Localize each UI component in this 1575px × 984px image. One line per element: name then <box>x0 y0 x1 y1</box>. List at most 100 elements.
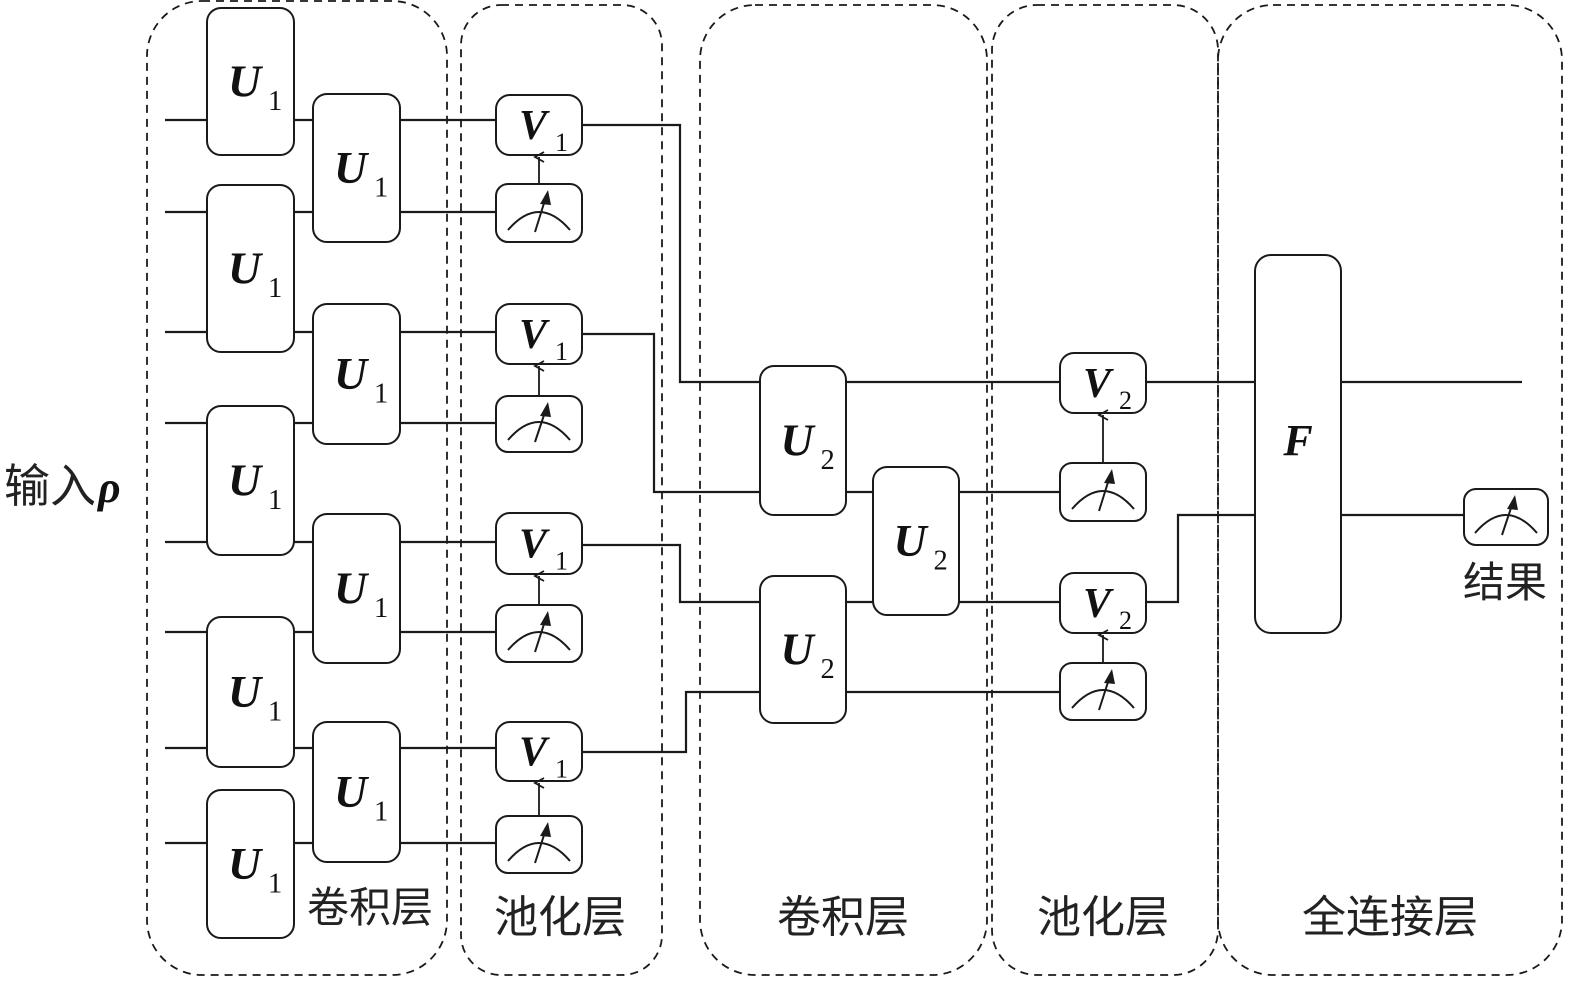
gate-U2-2-subscript: 2 <box>820 654 834 685</box>
input-label: 输入ρ <box>4 459 121 513</box>
gate-U2-2-label: U <box>780 624 816 675</box>
gate-U1-b3-box <box>312 513 401 664</box>
route-2 <box>582 332 1060 494</box>
gate-F <box>1254 254 1342 634</box>
meter-needle-icon <box>1098 478 1110 512</box>
meter-pool1-3 <box>495 604 583 663</box>
gate-U1-a4-box <box>206 616 295 768</box>
meter-dial-icon <box>507 421 571 441</box>
gate-U2-2-box <box>759 575 847 724</box>
meter-box <box>495 815 583 874</box>
meter-needle-icon <box>1501 504 1513 536</box>
result-meter <box>1463 488 1549 546</box>
gate-U1-a1-subscript: 1 <box>268 86 282 117</box>
meter-needle-icon <box>534 620 546 653</box>
meter-pool2-1 <box>1059 462 1147 522</box>
region-conv1 <box>146 0 448 976</box>
gate-U1-b4-subscript: 1 <box>374 797 388 828</box>
gate-V1-1-subscript: 1 <box>555 128 568 157</box>
gate-U1-b3-subscript: 1 <box>374 593 388 624</box>
meter-needle-icon <box>534 199 546 233</box>
gate-U1-a4-label: U <box>228 666 264 717</box>
gate-V1-4-label: V <box>519 729 550 775</box>
region-pool1 <box>460 4 663 976</box>
meter-needle-icon <box>534 831 546 864</box>
gate-U1-b4-label: U <box>334 766 370 817</box>
gate-U2-3-subscript: 2 <box>933 546 947 577</box>
gate-V2-1-subscript: 2 <box>1119 386 1132 415</box>
gate-U1-b1-box <box>312 93 401 243</box>
gate-U1-b2-label: U <box>334 348 370 399</box>
gate-V1-2-subscript: 1 <box>555 337 568 366</box>
gate-F-label: F <box>1282 416 1312 465</box>
meter-needle-icon <box>1098 678 1110 711</box>
gate-U2-1-subscript: 2 <box>820 445 834 476</box>
gate-U1-a2-box <box>206 184 295 353</box>
meter-pool2-2 <box>1059 662 1147 721</box>
gate-U1-a4-subscript: 1 <box>268 697 282 728</box>
route-1 <box>582 123 1060 384</box>
meter-dial-icon <box>1474 514 1538 534</box>
gate-U1-a3-subscript: 1 <box>268 485 282 516</box>
gate-V1-4-subscript: 1 <box>555 755 568 784</box>
gate-U1-a3-label: U <box>228 455 264 506</box>
meter-arrowhead-icon <box>540 611 551 626</box>
layer-label-pool2: 池化层 <box>1037 892 1169 943</box>
gate-V2-1-label: V <box>1083 361 1114 407</box>
gate-V1-2-label: V <box>519 312 550 358</box>
gate-U1-a3-box <box>206 405 295 556</box>
meter-arrowhead-icon <box>540 822 551 837</box>
gate-U1-a2-subscript: 1 <box>268 273 282 304</box>
meter-arrowhead-icon <box>1507 495 1518 510</box>
layer-regions <box>146 0 1563 976</box>
gate-V2-2-label: V <box>1083 581 1114 627</box>
region-conv2 <box>699 4 988 976</box>
layer-label-conv2: 卷积层 <box>777 892 909 943</box>
input-rho-symbol: ρ <box>96 463 121 512</box>
meter-dial-icon <box>507 631 571 651</box>
gate-U1-b4-box <box>312 721 401 863</box>
meter-pool1-1 <box>495 183 583 243</box>
meter-arrowhead-icon <box>1104 469 1115 484</box>
gate-U2-1-label: U <box>780 415 816 466</box>
result-label: 结果 <box>1463 558 1547 607</box>
route-4 <box>582 690 1060 754</box>
gate-U1-b2-subscript: 1 <box>374 379 388 410</box>
gate-V1-1-label: V <box>519 103 550 149</box>
meter-pool1-2 <box>495 395 583 453</box>
meter-dial-icon <box>507 842 571 862</box>
gate-U2-3-label: U <box>893 515 929 566</box>
meter-pool1-4 <box>495 815 583 874</box>
meter-needle-icon <box>534 411 546 443</box>
meter-result <box>1463 488 1549 546</box>
meter-box <box>1463 488 1549 546</box>
meter-arrowhead-icon <box>540 190 551 205</box>
gate-U2-1-box <box>759 365 847 516</box>
gate-U1-a1-label: U <box>228 56 264 107</box>
gate-U2-3-box <box>872 466 960 616</box>
gate-U1-b2-box <box>312 303 401 445</box>
route-3 <box>582 543 1060 604</box>
layer-label-pool1: 池化层 <box>494 892 626 943</box>
gate-U1-b1-subscript: 1 <box>374 173 388 204</box>
layer-label-conv1: 卷积层 <box>307 883 433 932</box>
meter-arrowhead-icon <box>540 402 551 417</box>
